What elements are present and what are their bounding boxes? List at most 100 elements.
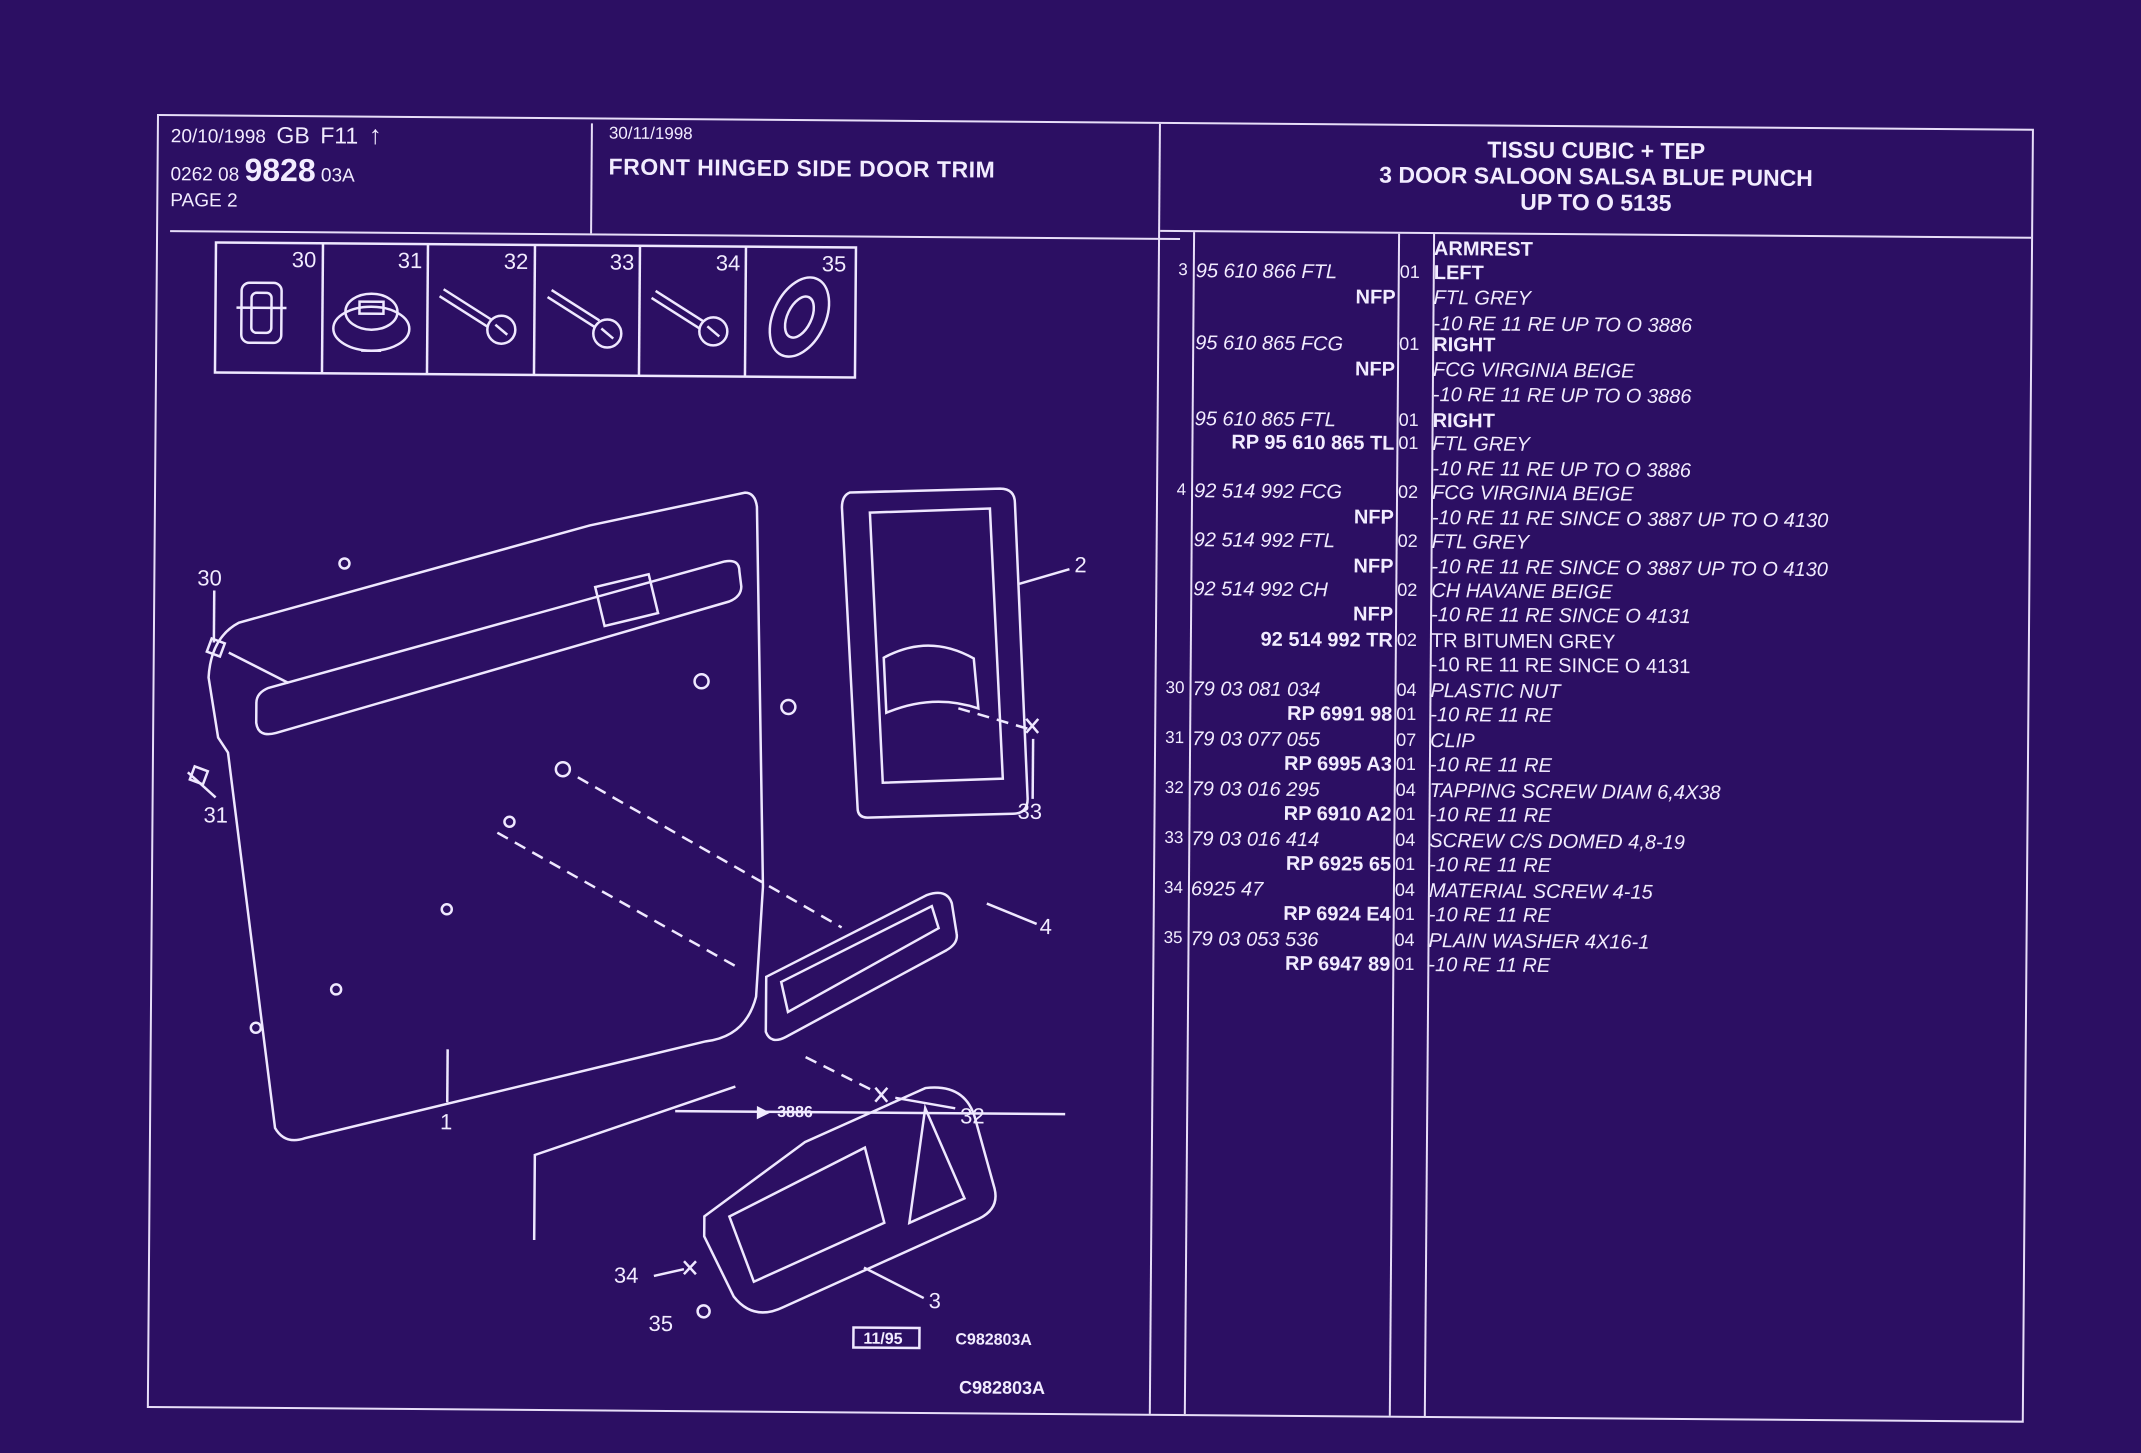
part-number: 6925 47 (1190, 878, 1264, 901)
callout-2: 2 (1074, 552, 1086, 577)
doc-suffix: 03A (320, 165, 355, 187)
ref-number: 35 (1163, 927, 1183, 948)
replacement-number: RP 6947 89 (1284, 952, 1391, 976)
doc-number: 9828 (244, 151, 316, 189)
part-number: 92 514 992 FCG (1193, 480, 1343, 504)
replacement-number: 92 514 992 TR (1260, 628, 1393, 652)
part-number: 79 03 016 295 (1191, 778, 1320, 802)
page-number: PAGE 2 (170, 190, 238, 212)
callout-35: 35 (648, 1311, 673, 1336)
description: PLASTIC NUT (1430, 680, 1561, 704)
hardware-label-33: 33 (610, 250, 635, 275)
replacement-number: NFP (1355, 286, 1396, 309)
quantity: 01 (1396, 703, 1417, 724)
quantity: 02 (1396, 629, 1418, 650)
clip-icon (332, 292, 411, 353)
quantity: 01 (1394, 903, 1415, 924)
quantity: 01 (1394, 953, 1415, 974)
ref-number: 31 (1165, 727, 1185, 748)
quantity: 01 (1398, 409, 1419, 430)
part-number (1195, 311, 1395, 313)
quantity: 02 (1397, 579, 1418, 600)
description: -10 RE 11 RE (1429, 754, 1552, 777)
inset-code: C982803A (955, 1331, 1032, 1349)
ref-number: 30 (1165, 677, 1185, 698)
quantity: 04 (1395, 779, 1416, 800)
part-number: 92 514 992 CH (1193, 578, 1328, 602)
inset-from-serial: 3886 (777, 1104, 813, 1121)
tapping-screw-icon (438, 288, 517, 345)
replacement-number: NFP (1354, 358, 1396, 381)
ref-number: 4 (1176, 480, 1187, 500)
replacement-number: RP 6924 E4 (1283, 902, 1391, 926)
screw-marker (1025, 718, 1040, 734)
parts-catalogue-sheet: 20/10/1998 GB F11 ↑ 0262 08 9828 03A PAG… (146, 114, 2034, 1423)
hardware-label-34: 34 (716, 250, 741, 275)
part-number: 79 03 016 414 (1191, 828, 1320, 852)
plastic-nut-icon (236, 281, 287, 345)
part-number: 95 610 865 FTL (1194, 408, 1336, 432)
part-number: 79 03 053 536 (1190, 928, 1319, 952)
doc-prefix: 0262 08 (170, 164, 240, 186)
description: -10 RE 11 RE UP TO O 3886 (1432, 384, 1692, 409)
callout-33: 33 (1017, 799, 1042, 824)
description: -10 RE 11 RE (1428, 954, 1551, 977)
hardware-label-31: 31 (398, 248, 423, 273)
replacement-number: RP 95 610 865 TL (1231, 431, 1395, 455)
quantity: 01 (1398, 432, 1419, 453)
replacement-number (1196, 236, 1396, 238)
quantity: 01 (1399, 333, 1420, 354)
hardware-label-35: 35 (822, 251, 847, 276)
description: -10 RE 11 RE SINCE O 4131 (1430, 654, 1691, 679)
description: SCREW C/S DOMED 4,8-19 (1429, 830, 1686, 855)
description: PLAIN WASHER 4X16-1 (1428, 930, 1650, 954)
revision-date: 30/11/1998 (608, 123, 693, 144)
description: MATERIAL SCREW 4-15 (1428, 880, 1653, 904)
quantity: 01 (1399, 261, 1420, 282)
part-number: 95 610 866 FTL (1195, 260, 1338, 284)
description: -10 RE 11 RE (1428, 904, 1551, 927)
part-number (1196, 236, 1396, 238)
callout-32: 32 (960, 1103, 985, 1128)
callout-4: 4 (1040, 914, 1052, 939)
door-trim-panel (207, 491, 797, 1142)
door-pull-handle (764, 891, 959, 1042)
up-arrow-icon: ↑ (368, 119, 382, 150)
hardware-label-32: 32 (504, 249, 529, 274)
issue-date: 20/10/1998 (170, 126, 266, 148)
quantity: 02 (1397, 481, 1419, 502)
trim-validity: UP TO O 5135 (1520, 188, 1672, 216)
description: FTL GREY (1432, 433, 1530, 456)
description: CLIP (1430, 730, 1475, 753)
clip-marker (188, 764, 210, 786)
quantity: 01 (1395, 853, 1416, 874)
quantity: 01 (1395, 753, 1417, 774)
callout-34: 34 (614, 1263, 639, 1288)
domed-screw-icon (546, 289, 623, 349)
part-number: 79 03 081 034 (1192, 678, 1321, 702)
quantity: 01 (1395, 803, 1416, 824)
quantity: 02 (1397, 530, 1418, 551)
description: TR BITUMEN GREY (1430, 630, 1616, 654)
ref-number: 33 (1164, 827, 1184, 848)
description: -10 RE 11 RE (1430, 704, 1553, 727)
description: RIGHT (1432, 410, 1495, 433)
description: -10 RE 11 RE (1429, 854, 1552, 877)
part-number: 92 514 992 FTL (1193, 529, 1335, 553)
replacement-number: NFP (1353, 506, 1394, 529)
description: TAPPING SCREW DIAM 6,4X38 (1429, 780, 1721, 805)
armrest-assembly (840, 487, 1029, 819)
description: FCG VIRGINIA BEIGE (1432, 359, 1635, 383)
screw-marker (874, 1086, 889, 1103)
description: -10 RE 11 RE SINCE O 3887 UP TO O 4130 (1431, 556, 1829, 582)
trim-spec-header: TISSU CUBIC + TEP 3 DOOR SALOON SALSA BL… (1160, 123, 2032, 239)
quantity: 04 (1394, 929, 1415, 950)
replacement-number: NFP (1353, 603, 1394, 626)
ref-number: 3 (1178, 260, 1188, 280)
arrow-from-icon: ▶ (756, 1104, 770, 1121)
description: FTL GREY (1431, 531, 1530, 554)
description: LEFT (1433, 262, 1484, 285)
market-code: GB (276, 121, 310, 149)
replacement-number: RP 6910 A2 (1283, 802, 1392, 826)
ref-number: 32 (1164, 777, 1184, 798)
